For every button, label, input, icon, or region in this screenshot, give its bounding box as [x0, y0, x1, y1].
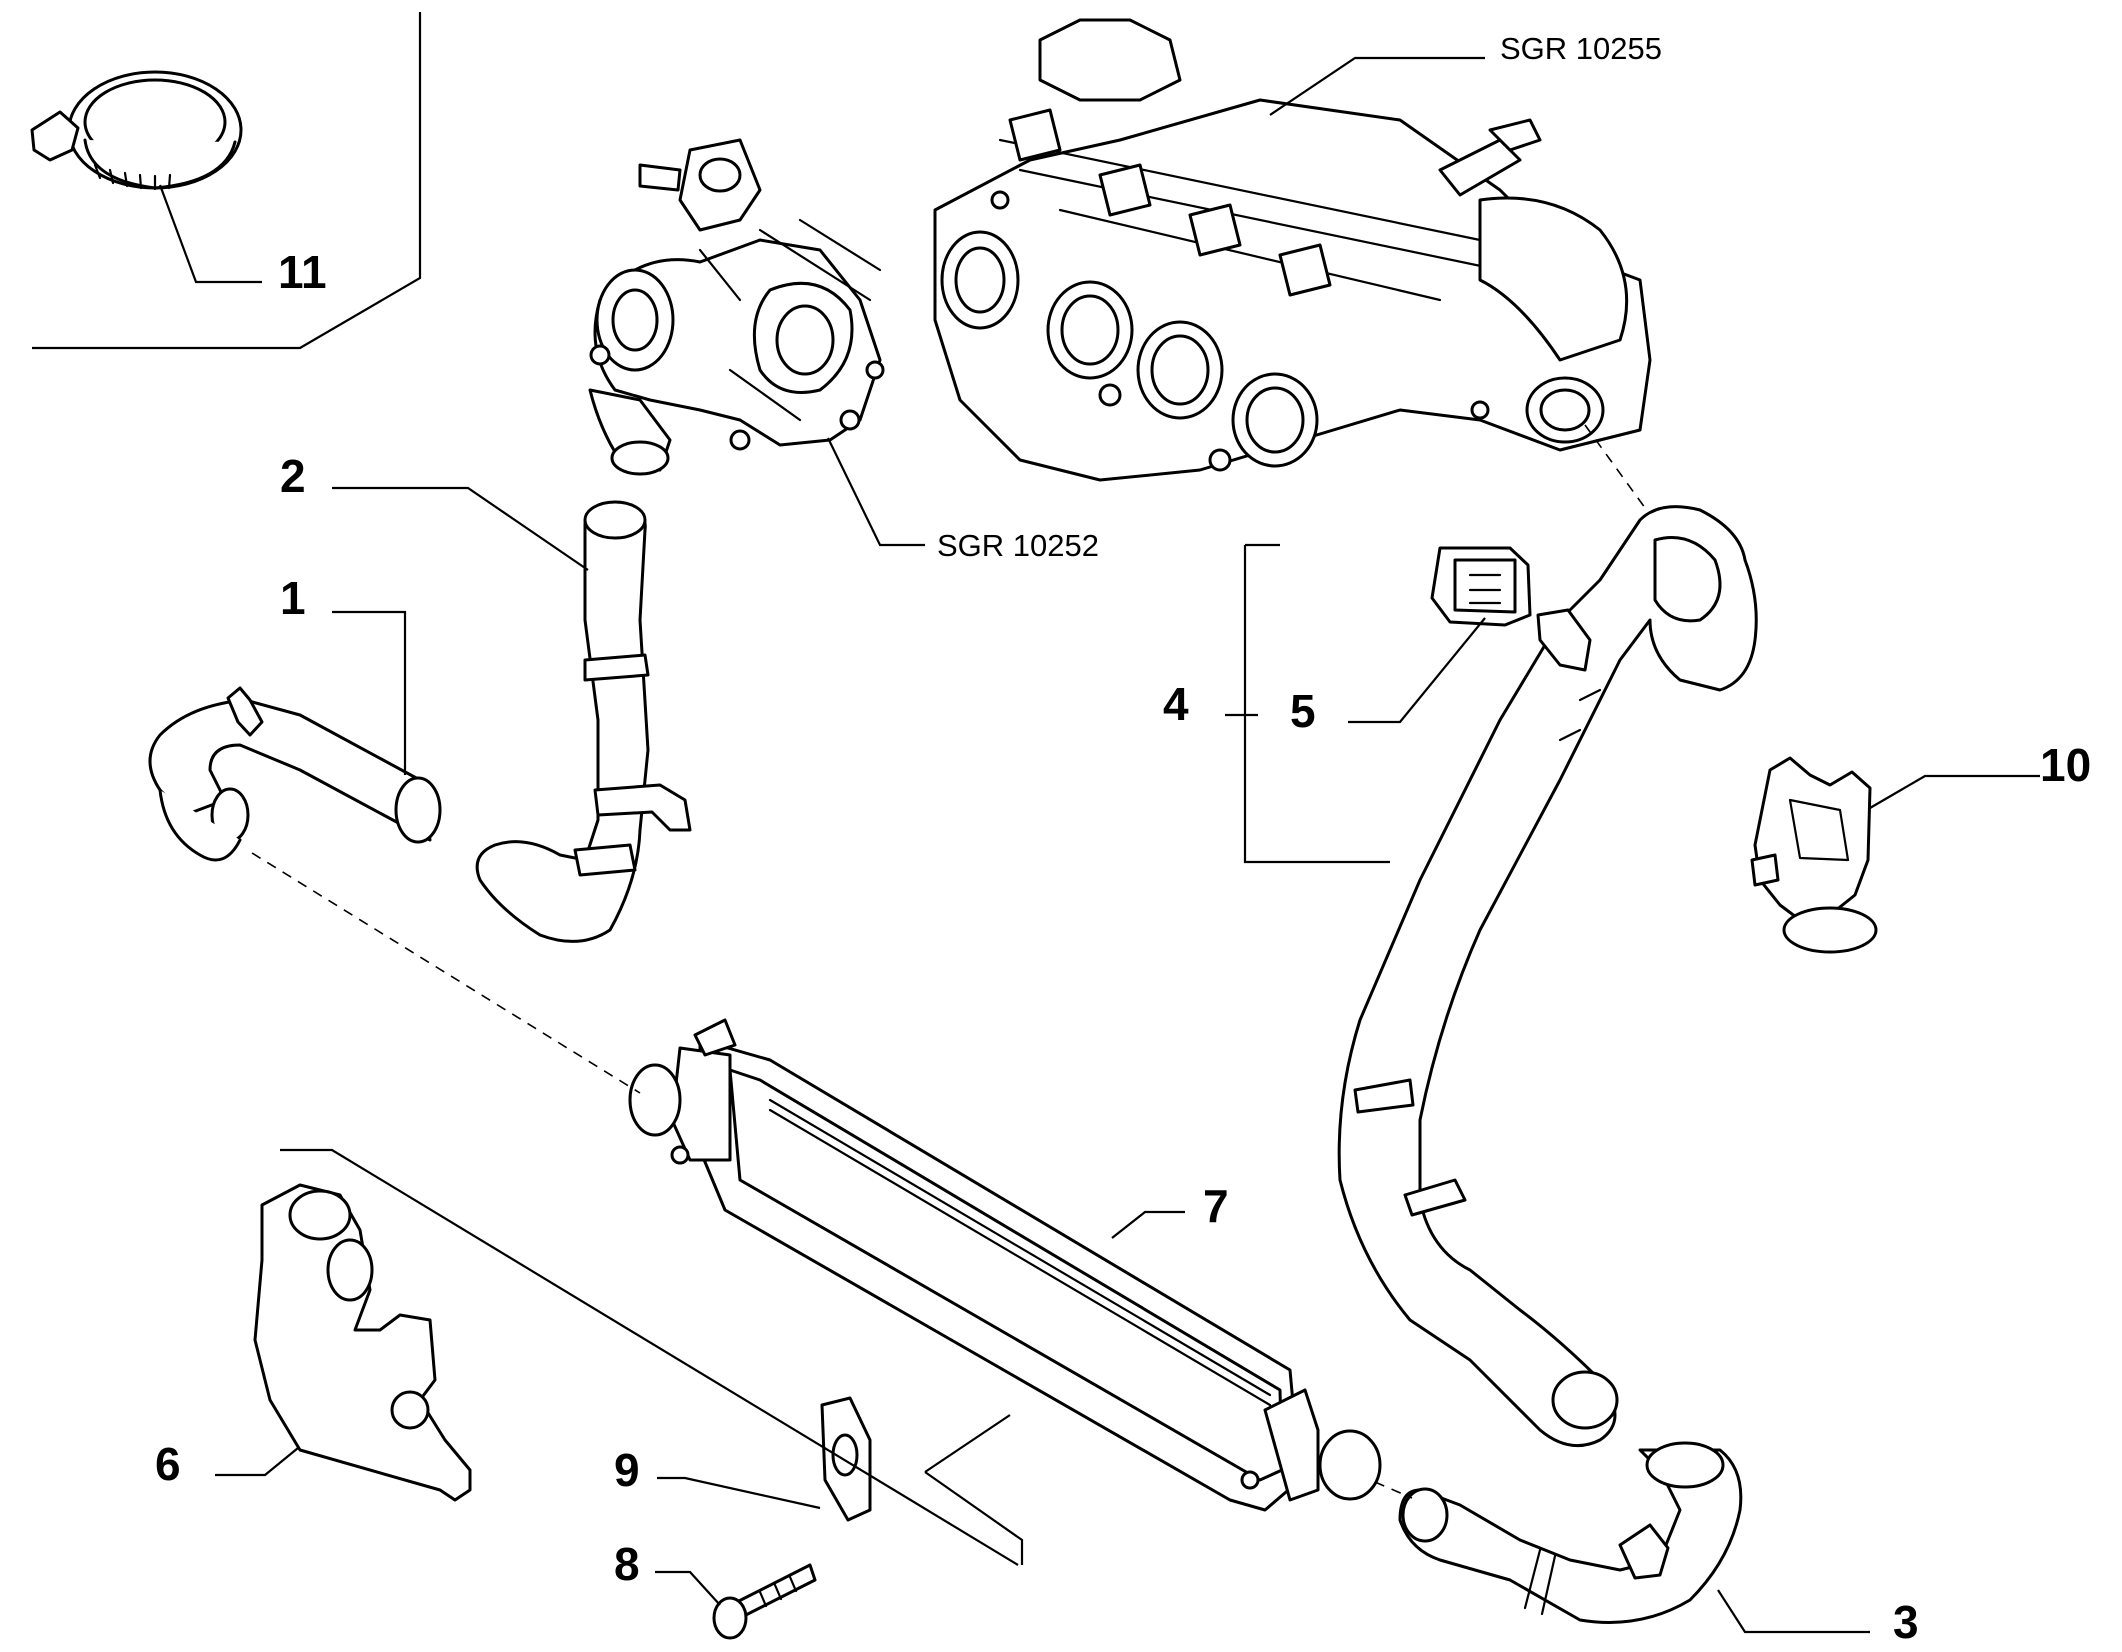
leader-manifold-ref: [1269, 56, 1485, 116]
ref-sgr-10252: SGR 10252: [937, 528, 1099, 563]
leader-6: [215, 1447, 299, 1477]
label-1: 1: [280, 572, 306, 624]
ref-sgr-10255: SGR 10255: [1500, 31, 1662, 66]
part-2-hose: [475, 500, 692, 943]
label-11: 11: [278, 246, 327, 298]
part-10-clip: [1750, 756, 1878, 954]
inset-border: [32, 12, 422, 350]
leader-group: [280, 1148, 1024, 1566]
dashed-line-1: [251, 852, 641, 1094]
part-1-hose: [148, 686, 442, 862]
leader-1: [332, 610, 407, 775]
leader-8: [655, 1570, 721, 1606]
turbocharger: [588, 138, 885, 476]
label-10: 10: [2040, 739, 2091, 791]
label-9: 9: [614, 1444, 640, 1496]
leader-11: [158, 184, 262, 284]
part-8-bolt: [712, 1563, 817, 1640]
part-5-sensor: [1430, 546, 1532, 627]
dashed-line-2: [1374, 1481, 1413, 1499]
label-7: 7: [1203, 1180, 1229, 1232]
leader-3: [1717, 1589, 1870, 1634]
leader-turbo-ref: [827, 437, 925, 547]
label-3: 3: [1893, 1596, 1919, 1648]
label-8: 8: [614, 1538, 640, 1590]
leader-5: [1348, 617, 1486, 724]
leader-9: [657, 1476, 821, 1510]
leader-7: [1111, 1210, 1185, 1239]
part-11-clamp: [30, 70, 243, 191]
label-2: 2: [280, 450, 306, 502]
label-5: 5: [1290, 685, 1316, 737]
part-7-intercooler: [628, 1018, 1382, 1512]
label-4: 4: [1163, 678, 1189, 730]
leader-4: [1225, 543, 1390, 864]
part-6-bracket: [253, 1183, 472, 1502]
label-6: 6: [155, 1438, 181, 1490]
leader-10: [1869, 774, 2040, 809]
part-4-hose: [1337, 505, 1758, 1448]
part-9-clip: [820, 1396, 872, 1522]
part-3-hose: [1398, 1441, 1743, 1624]
leader-2: [332, 486, 589, 571]
intake-manifold: [933, 18, 1652, 482]
